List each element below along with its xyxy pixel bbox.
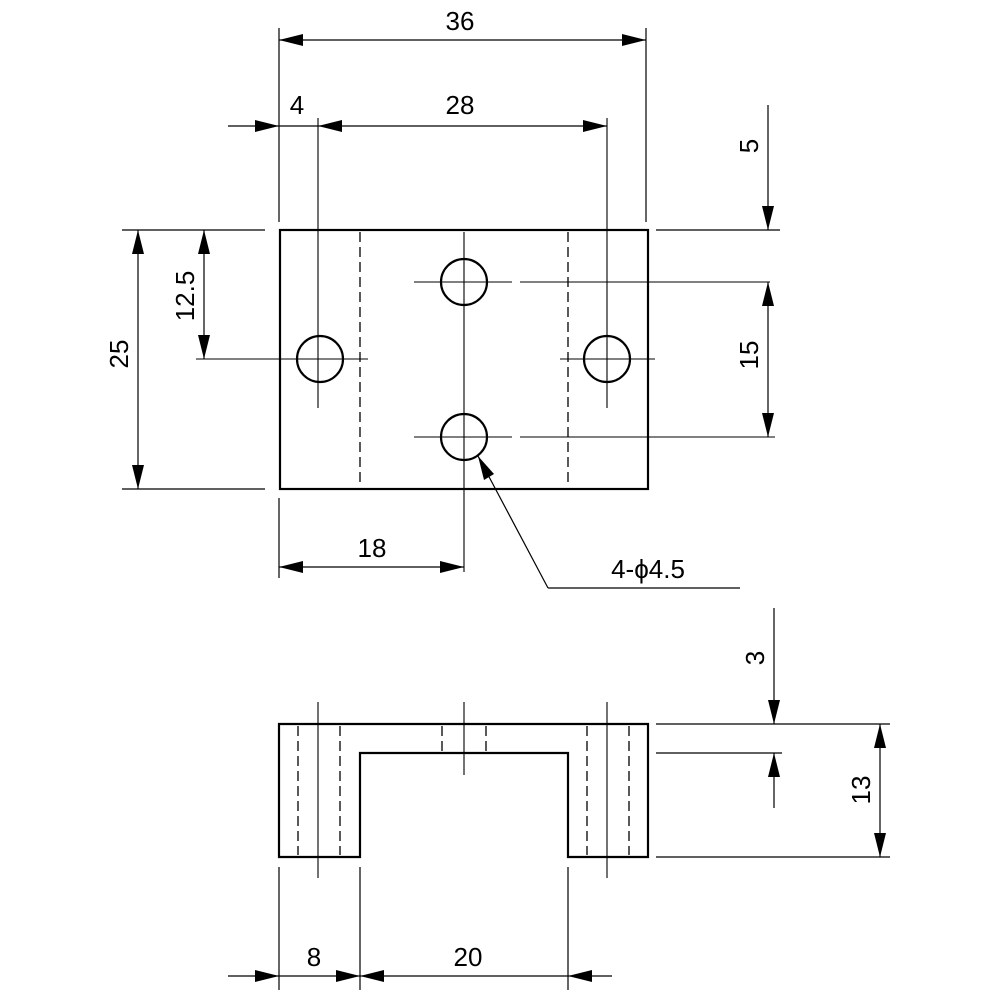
- dim-half-depth-label: 12.5: [170, 271, 200, 322]
- extension-lines-top-view: [122, 28, 780, 578]
- dim-top-offset-label: 5: [734, 139, 764, 153]
- dim-overall-depth: 25: [104, 230, 144, 489]
- dim-edge-offset-label: 4: [290, 90, 304, 120]
- hidden-holes-front-view: [297, 726, 630, 855]
- center-lines-top-view: [196, 118, 775, 572]
- dim-leg-width-label: 8: [307, 942, 321, 972]
- hole-callout: 4-ϕ4.5: [477, 455, 740, 589]
- dim-overall-width: 36: [279, 6, 646, 46]
- dim-height-label: 13: [846, 776, 876, 805]
- dim-overall-depth-label: 25: [104, 340, 134, 369]
- dim-hole-spacing-y-label: 15: [734, 341, 764, 370]
- top-view: 36 4 28 5 15 12.5: [104, 6, 780, 589]
- bracket-outline: [277, 722, 650, 859]
- center-lines-front-view: [317, 702, 608, 878]
- dim-hole-spacing-x-label: 28: [446, 90, 475, 120]
- hole-callout-label: 4-ϕ4.5: [611, 554, 685, 584]
- dim-top-offset: 5: [734, 105, 774, 230]
- dim-height: 13: [846, 724, 886, 857]
- extension-lines-front-view: [278, 723, 890, 990]
- dim-center-offset-label: 18: [358, 533, 387, 563]
- dim-overall-width-label: 36: [446, 6, 475, 36]
- dim-half-depth: 12.5: [170, 230, 210, 359]
- front-view: 3 13 8 20: [228, 608, 890, 990]
- dim-center-offset: 18: [279, 533, 464, 573]
- dim-bottom-widths: 8 20: [228, 942, 612, 982]
- dim-hole-spacing-y: 15: [734, 282, 774, 437]
- dim-slot-width-label: 20: [454, 942, 483, 972]
- dim-hole-offsets: 4 28: [228, 90, 607, 132]
- dim-thickness-label: 3: [740, 651, 770, 665]
- dim-thickness: 3: [740, 608, 780, 808]
